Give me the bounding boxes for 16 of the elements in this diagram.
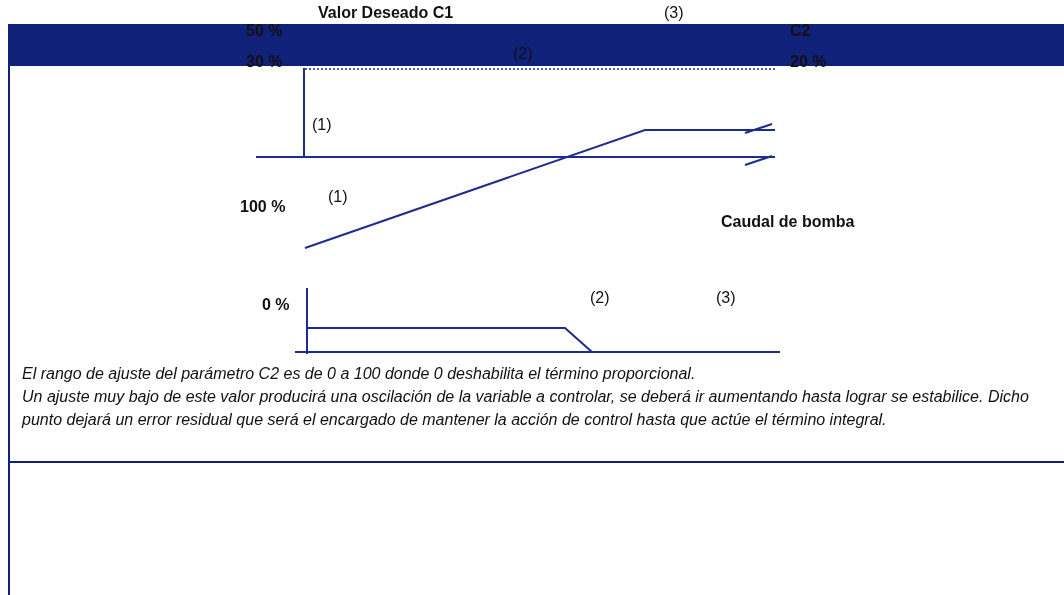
parameter-label: C2 xyxy=(790,21,811,41)
axis-title: Valor Deseado C1 xyxy=(318,3,454,23)
axis-value: 0 % xyxy=(262,295,290,315)
callout-number: (3) xyxy=(664,3,684,23)
paragraph: Un ajuste muy bajo de este valor producirá una oscilación de la variable a controlar, se deberá ir aumentando hasta lograr se estabilice. Dicho punto dejará un error residual que será el encargado de mantener la acción de control hasta que actúe el término integral. xyxy=(22,387,1030,430)
axis-value: 20 % xyxy=(790,52,827,72)
callout-number: (2) xyxy=(513,44,533,64)
callout-number: (2) xyxy=(590,288,610,308)
callout-number: (1) xyxy=(312,115,332,135)
paragraph: El rango de ajuste del parámetro C2 es de 0 a 100 donde 0 deshabilita el término proporcional. xyxy=(22,364,697,384)
chart-label: Caudal de bomba xyxy=(721,212,855,232)
axis-value: 50 % xyxy=(246,21,283,41)
callout-number: (1) xyxy=(328,187,348,207)
callout-number: (3) xyxy=(716,288,736,308)
axis-value: 30 % xyxy=(246,52,283,72)
axis-value: 100 % xyxy=(240,197,286,217)
